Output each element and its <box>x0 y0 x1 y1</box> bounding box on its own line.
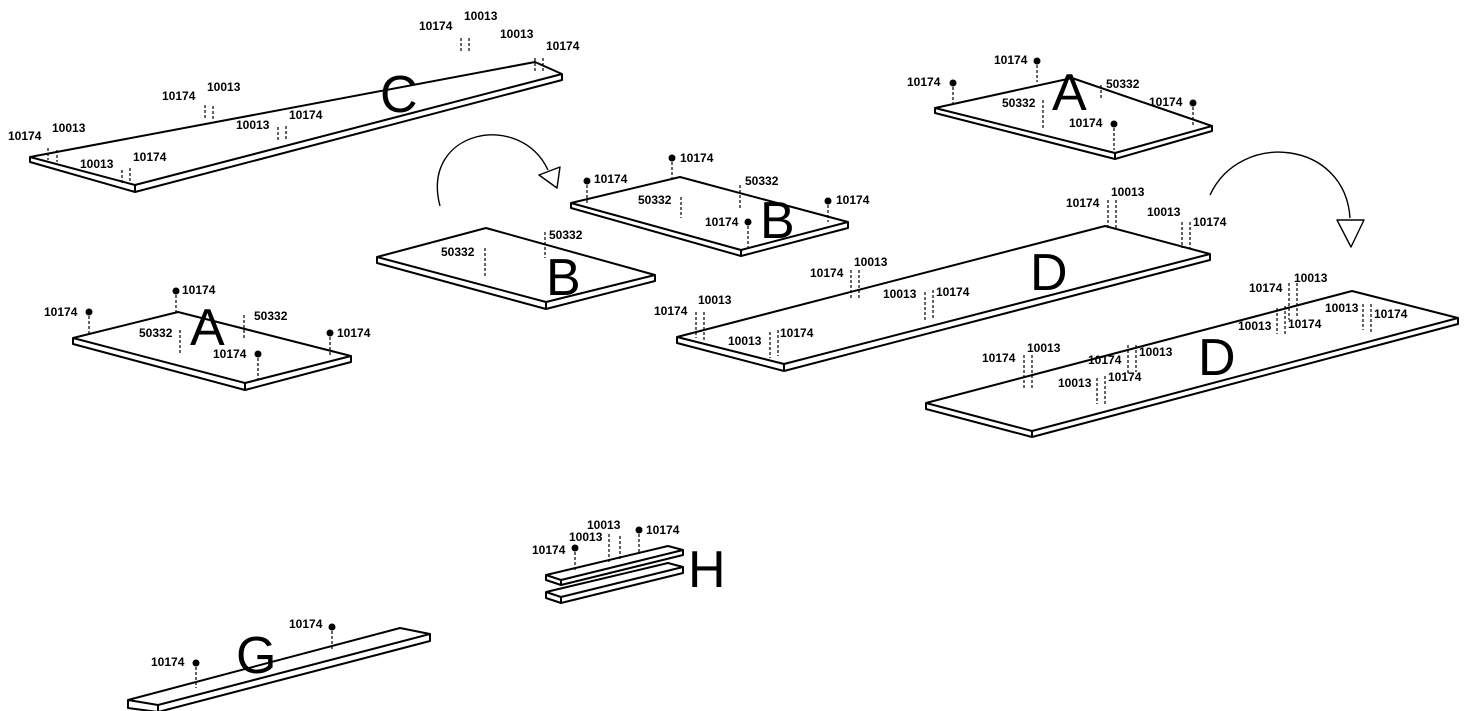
hw-label: 10174 <box>419 19 453 33</box>
panel-label-a: A <box>1052 64 1087 122</box>
hw-label: 10174 <box>289 617 323 631</box>
hardware-markers-a-left <box>85 287 334 379</box>
hw-label: 50332 <box>745 174 779 188</box>
hardware-markers-c <box>47 38 544 184</box>
hw-label: 10174 <box>162 89 196 103</box>
panel-label-g: G <box>236 627 276 685</box>
hw-label: 10013 <box>569 530 603 544</box>
panel-label-b: B <box>760 192 795 250</box>
hw-label: 10013 <box>500 27 534 41</box>
panel-a-left: A 10174 10174 50332 50332 10174 10174 <box>44 283 371 391</box>
hw-label: 10013 <box>1058 376 1092 390</box>
hw-label: 10174 <box>133 150 167 164</box>
hw-label: 10013 <box>1111 185 1145 199</box>
hw-label: 50332 <box>1002 96 1036 110</box>
hw-label: 10013 <box>52 121 86 135</box>
hw-label: 10174 <box>1066 196 1100 210</box>
hw-label: 10013 <box>728 334 762 348</box>
hw-label: 50332 <box>1106 77 1140 91</box>
panel-d-center: D 10174 10013 10013 10174 10174 10013 10… <box>654 185 1227 372</box>
hw-label: 10013 <box>464 9 498 23</box>
hw-label: 10174 <box>1249 281 1283 295</box>
hw-label: 50332 <box>638 193 672 207</box>
hw-label: 10174 <box>1108 370 1142 384</box>
panel-b-lower: B 50332 50332 <box>376 227 656 310</box>
panel-h: H 10174 10013 10013 10174 <box>532 518 726 604</box>
hw-label: 10174 <box>546 39 580 53</box>
hw-label: 10174 <box>1088 353 1122 367</box>
hw-label: 10013 <box>1294 271 1328 285</box>
hw-label: 10174 <box>289 108 323 122</box>
hw-label: 50332 <box>549 228 583 242</box>
flip-arrow-right <box>1209 151 1365 248</box>
hw-label: 10174 <box>532 543 566 557</box>
hw-label: 10013 <box>1147 205 1181 219</box>
hw-label: 10174 <box>1193 215 1227 229</box>
hw-label: 10174 <box>654 304 688 318</box>
panel-g: G 10174 10174 <box>127 617 431 711</box>
hw-label: 10174 <box>337 326 371 340</box>
hw-label: 10174 <box>151 655 185 669</box>
hardware-markers-a-top <box>949 57 1197 150</box>
panel-c: C 10174 10013 10013 10174 10174 10013 10… <box>8 9 580 193</box>
hw-label: 10013 <box>80 157 114 171</box>
hw-label: 50332 <box>441 245 475 259</box>
hw-label: 10013 <box>236 118 270 132</box>
hw-label: 10013 <box>207 80 241 94</box>
hw-label: 10174 <box>936 285 970 299</box>
hw-label: 50332 <box>139 326 173 340</box>
hw-label: 10013 <box>587 518 621 532</box>
hw-label: 10013 <box>698 293 732 307</box>
flip-arrow-left <box>436 134 561 207</box>
hardware-markers-h <box>571 526 643 570</box>
hardware-markers-b-upper <box>583 154 832 247</box>
hw-label: 10013 <box>1325 301 1359 315</box>
hardware-markers-d-right <box>1023 283 1372 404</box>
hw-label: 10174 <box>810 266 844 280</box>
hw-label: 10174 <box>213 347 247 361</box>
hardware-markers-g <box>192 623 336 688</box>
panel-label-h: H <box>688 541 726 599</box>
panel-label-d: D <box>1198 329 1236 387</box>
hw-label: 10174 <box>836 193 870 207</box>
panel-a-top: A 10174 10174 50332 50332 10174 10174 <box>907 53 1213 160</box>
hw-label: 10013 <box>1238 319 1272 333</box>
panel-d-right: D 10174 10013 10013 10174 10174 10013 10… <box>925 271 1459 438</box>
hw-label: 10174 <box>907 75 941 89</box>
hw-label: 10174 <box>8 129 42 143</box>
hw-label: 10013 <box>1139 345 1173 359</box>
hw-label: 10174 <box>780 326 814 340</box>
panel-label-b: B <box>546 249 581 307</box>
hw-label: 10013 <box>883 287 917 301</box>
hardware-markers-b-lower <box>484 232 546 276</box>
hw-label: 10013 <box>1027 341 1061 355</box>
hw-label: 10174 <box>982 351 1016 365</box>
panel-label-c: C <box>380 66 418 124</box>
hw-label: 10174 <box>1374 307 1408 321</box>
hw-label: 10174 <box>646 523 680 537</box>
panel-label-d: D <box>1030 244 1068 302</box>
hw-label: 10174 <box>1288 317 1322 331</box>
panel-b-upper: B 10174 10174 50332 50332 10174 10174 <box>570 151 870 257</box>
hw-label: 10174 <box>705 215 739 229</box>
hw-label: 10174 <box>680 151 714 165</box>
hw-label: 10174 <box>44 305 78 319</box>
hw-label: 50332 <box>254 309 288 323</box>
hw-label: 10174 <box>1149 95 1183 109</box>
hw-label: 10174 <box>1069 116 1103 130</box>
hw-label: 10174 <box>594 172 628 186</box>
hardware-markers-d-center <box>695 200 1191 358</box>
hw-label: 10174 <box>994 53 1028 67</box>
panel-label-a: A <box>190 299 225 357</box>
hw-label: 10013 <box>854 255 888 269</box>
hw-label: 10174 <box>182 283 216 297</box>
